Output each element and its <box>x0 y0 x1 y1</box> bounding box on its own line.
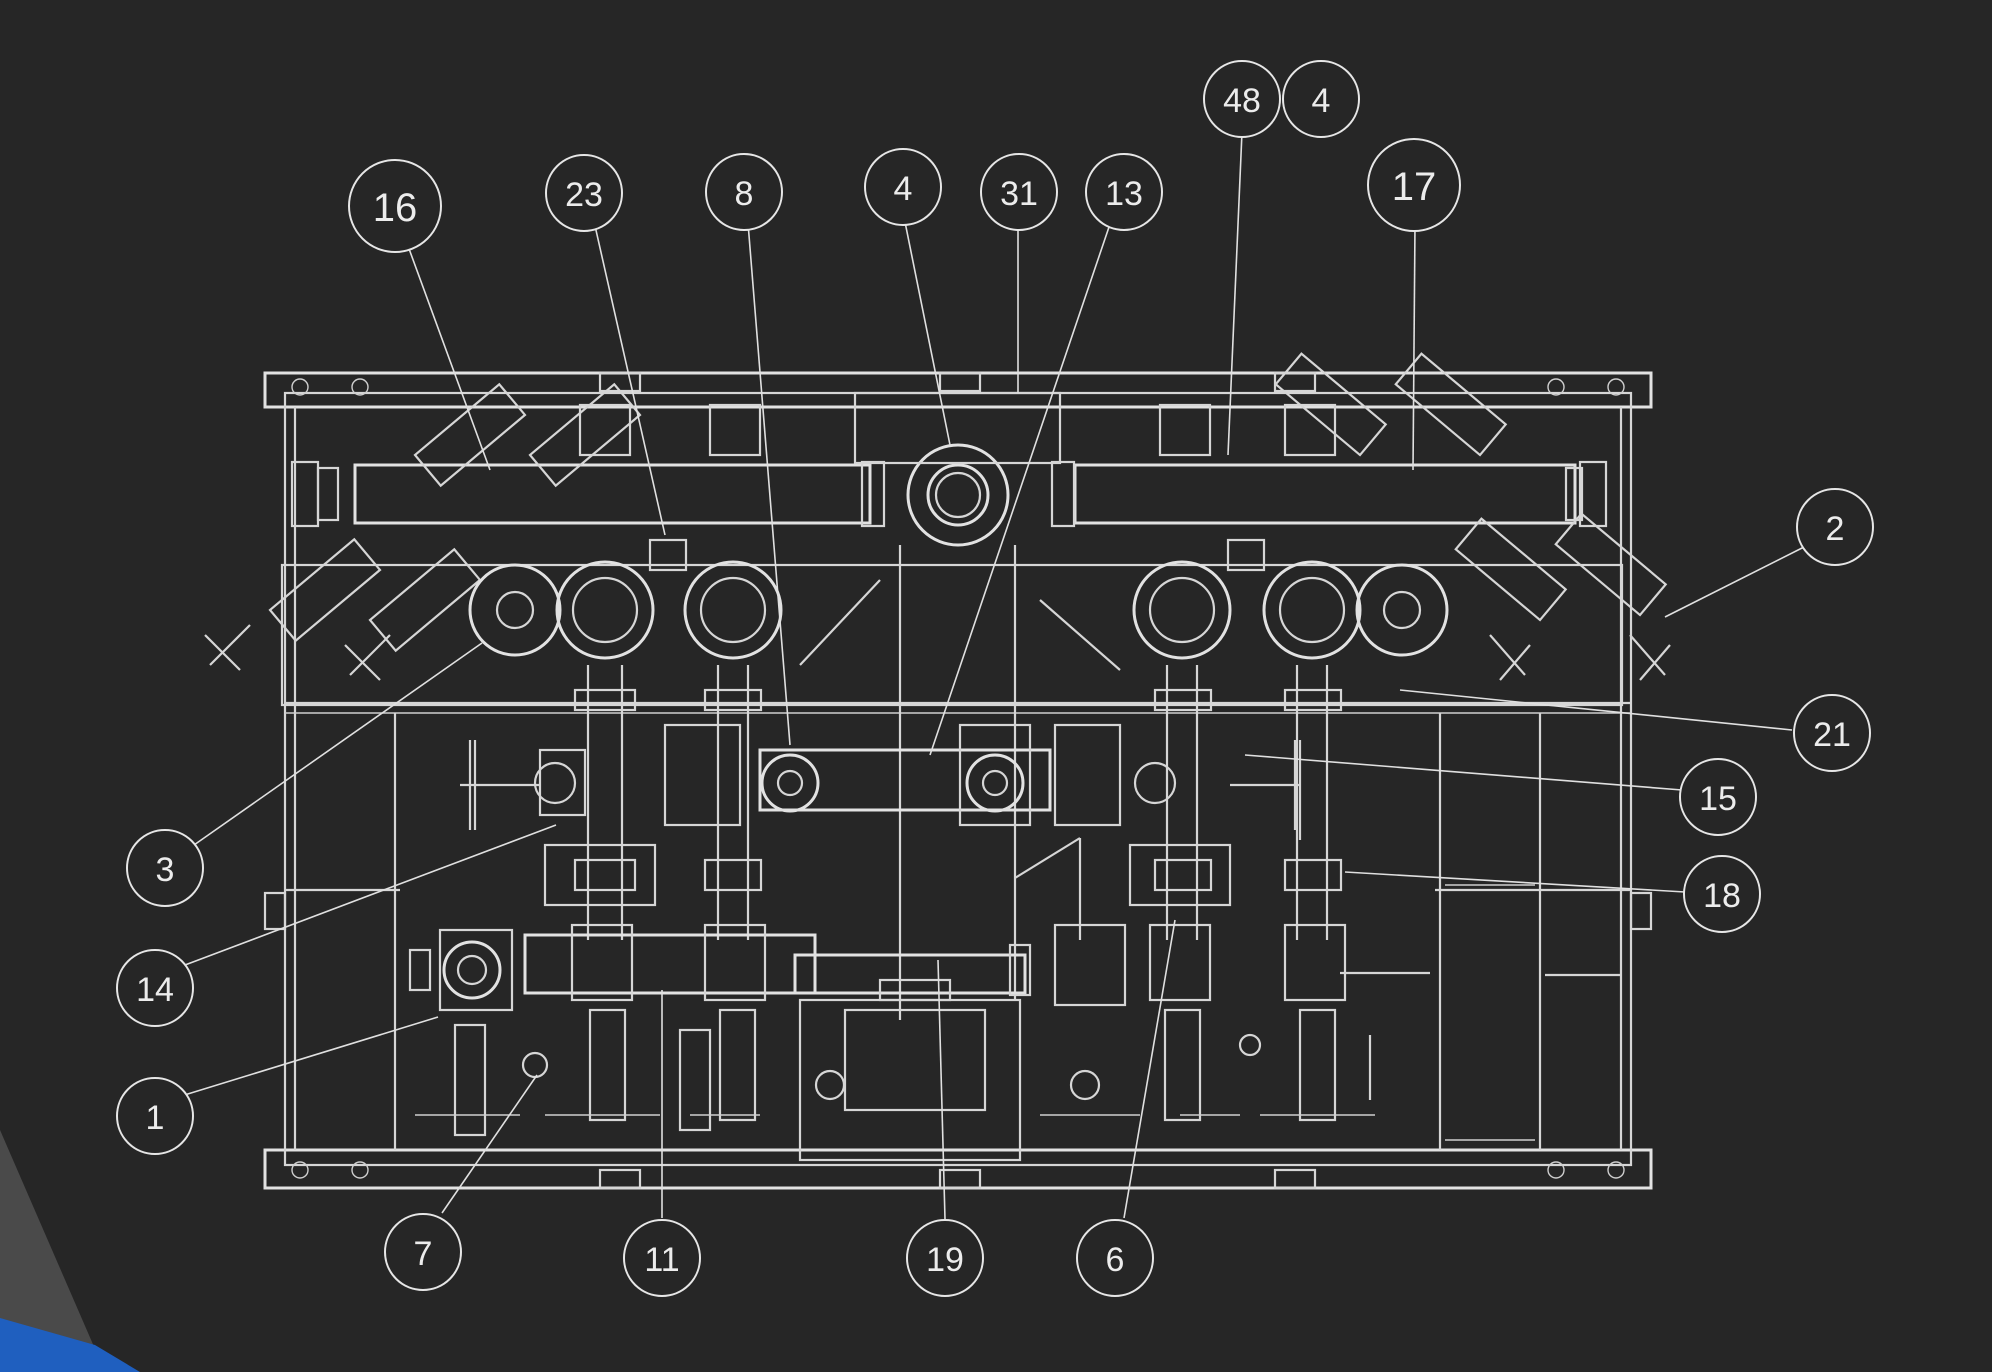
balloon-2: 2 <box>1796 488 1874 566</box>
leader-21 <box>1399 689 1793 731</box>
balloon-8: 8 <box>705 153 783 231</box>
balloon-3: 3 <box>126 829 204 907</box>
balloon-23: 23 <box>545 154 623 232</box>
balloon-19: 19 <box>906 1219 984 1297</box>
leader-lines <box>177 131 1809 1220</box>
balloon-7: 7 <box>384 1213 462 1291</box>
vertical-risers <box>573 665 1343 940</box>
svg-text:18: 18 <box>1703 877 1741 915</box>
balloon-16: 16 <box>348 159 442 253</box>
corner-accent <box>0 1130 140 1372</box>
svg-text:23: 23 <box>565 176 603 214</box>
balloon-21: 21 <box>1793 694 1871 772</box>
leader-1 <box>177 1016 439 1098</box>
balloon-4b: 4 <box>1282 60 1360 138</box>
leader-8 <box>747 222 791 746</box>
leader-7 <box>441 1074 538 1214</box>
balloon-48: 48 <box>1203 60 1281 138</box>
leader-17 <box>1412 224 1416 471</box>
svg-text:16: 16 <box>373 186 418 230</box>
balloon-15: 15 <box>1679 758 1757 836</box>
leader-23 <box>592 216 666 536</box>
balloon-11: 11 <box>623 1219 701 1297</box>
balloon-14: 14 <box>116 949 194 1027</box>
svg-text:19: 19 <box>926 1241 964 1279</box>
leader-2 <box>1664 544 1809 618</box>
balloon-17: 17 <box>1367 138 1461 232</box>
svg-text:4: 4 <box>894 170 913 208</box>
leader-48 <box>1227 131 1243 456</box>
svg-text:3: 3 <box>156 851 175 889</box>
svg-text:4: 4 <box>1312 82 1331 120</box>
svg-text:8: 8 <box>735 175 754 213</box>
cross-manifold <box>460 723 1300 940</box>
skid-frame <box>263 371 1653 1190</box>
angled-choke-valves <box>204 352 1671 681</box>
svg-text:11: 11 <box>644 1241 679 1279</box>
balloon-1: 1 <box>116 1077 194 1155</box>
svg-text:7: 7 <box>414 1235 433 1273</box>
valve-bodies <box>280 403 1624 707</box>
balloon-6: 6 <box>1076 1219 1154 1297</box>
lower-header-pipes <box>408 923 1430 1012</box>
svg-text:31: 31 <box>1000 175 1038 213</box>
svg-text:14: 14 <box>136 971 174 1009</box>
svg-text:13: 13 <box>1105 175 1143 213</box>
leader-15 <box>1244 754 1683 791</box>
svg-text:17: 17 <box>1392 165 1437 209</box>
upper-header-pipes <box>290 391 1608 1020</box>
svg-text:2: 2 <box>1826 510 1845 548</box>
leader-4a <box>904 221 951 446</box>
callout-balloons: 16 23 8 4 31 13 48 4 <box>116 60 1874 1297</box>
balloon-13: 13 <box>1085 153 1163 231</box>
leader-13 <box>929 226 1110 756</box>
balloon-4a: 4 <box>864 148 942 226</box>
svg-text:6: 6 <box>1106 1241 1125 1279</box>
svg-text:21: 21 <box>1813 716 1851 754</box>
leader-3 <box>193 642 483 846</box>
leader-18 <box>1344 871 1686 893</box>
balloon-31: 31 <box>980 153 1058 231</box>
svg-text:15: 15 <box>1699 780 1737 818</box>
leader-19 <box>937 959 946 1220</box>
balloon-18: 18 <box>1683 855 1761 933</box>
svg-text:1: 1 <box>146 1099 165 1137</box>
svg-text:48: 48 <box>1223 82 1261 120</box>
leader-6 <box>1123 919 1176 1219</box>
leader-14 <box>184 824 557 966</box>
leader-16 <box>407 245 491 471</box>
